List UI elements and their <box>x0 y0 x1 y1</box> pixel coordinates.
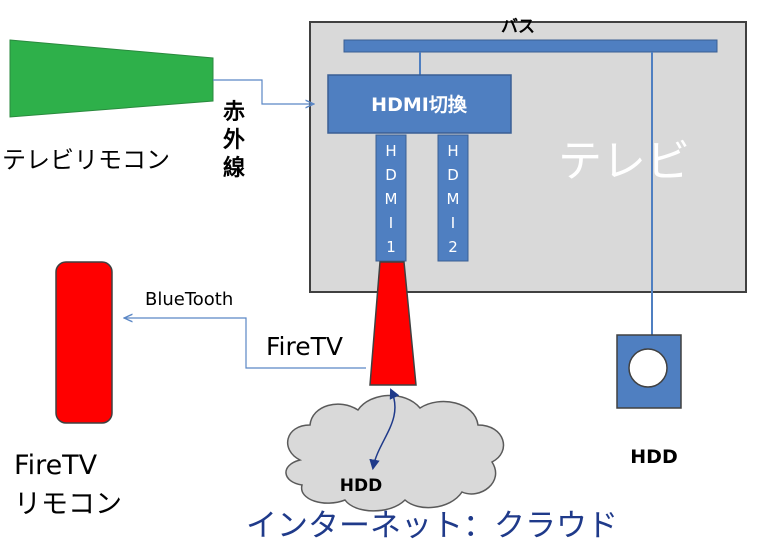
firetv-label: FireTV <box>266 332 343 361</box>
cloud-hdd-label: HDD <box>340 476 382 496</box>
bluetooth-arrow <box>124 318 366 369</box>
hdmi1-label-char: I <box>389 214 393 232</box>
hdmi2-label-char: M <box>447 190 460 208</box>
hdmi2-label-char: 2 <box>448 238 458 256</box>
firetv-remote-label-line2: リモコン <box>14 489 122 520</box>
ir-label: 赤外線 <box>223 100 245 181</box>
hdmi2-label-char: D <box>447 166 459 184</box>
cloud-label: インターネット：クラウド <box>246 508 618 544</box>
ir-arrow <box>213 79 314 104</box>
hdmi2-label: HDMI 2 <box>447 142 460 256</box>
external-hdd-disk <box>628 348 668 388</box>
hdmi1-label: HDMI 1 <box>385 142 398 256</box>
bus-bar <box>343 39 718 53</box>
hdmi2-port <box>437 134 469 262</box>
bluetooth-label: BlueTooth <box>145 289 233 310</box>
firetv-cloud-arrow <box>369 388 400 471</box>
external-hdd-label: HDD <box>630 446 677 468</box>
ir-label-char: 線 <box>223 155 245 181</box>
hdmi2-label-char: I <box>451 214 455 232</box>
firetv-remote-shape <box>55 261 113 424</box>
hdmi1-label-char: 1 <box>386 238 396 256</box>
firetv-stick <box>369 261 417 386</box>
hdmi1-port <box>375 134 407 262</box>
hdmi2-label-char: H <box>447 142 458 160</box>
firetv-remote-label-line1: FireTV <box>14 450 98 481</box>
ir-label-char: 赤 <box>223 100 245 125</box>
hdmi-switch <box>327 74 512 134</box>
ir-label-char: 外 <box>223 127 245 153</box>
bus-label: バス <box>501 17 535 37</box>
tv-label: テレビ <box>558 136 690 187</box>
hdmi1-label-char: D <box>385 166 397 184</box>
tv-remote-shape <box>9 39 214 118</box>
tv-remote-label: テレビリモコン <box>2 146 170 174</box>
hdmi1-label-char: M <box>385 190 398 208</box>
hdmi-switch-label: HDMI切換 <box>371 93 468 116</box>
hdmi1-label-char: H <box>385 142 396 160</box>
